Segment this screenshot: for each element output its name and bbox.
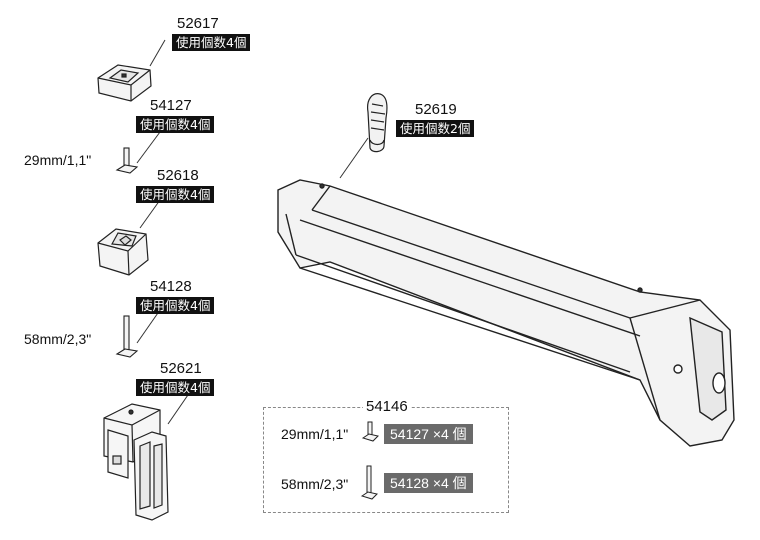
size-label-54128: 58mm/2,3"	[24, 331, 92, 347]
qty-tag-52617: 使用個数4個	[172, 34, 251, 51]
main-bar-drawing	[277, 179, 735, 447]
leader-52617	[149, 39, 166, 67]
part-number-52617: 52617	[177, 15, 219, 32]
qty-tag-54128: 使用個数4個	[136, 297, 215, 314]
part-number-52618: 52618	[157, 167, 199, 184]
part-number-54127: 54127	[150, 97, 192, 114]
kit-bolt-short-drawing	[361, 421, 379, 442]
qty-tag-52619: 使用個数2個	[396, 120, 475, 137]
part-number-54128: 54128	[150, 278, 192, 295]
tbolt-54127-drawing	[115, 147, 139, 174]
kit-tag-54127: 54127 ×4 個	[384, 424, 473, 444]
part-number-52619: 52619	[415, 101, 457, 118]
knob-52619-drawing	[367, 93, 388, 153]
qty-tag-52621: 使用個数4個	[136, 379, 215, 396]
kit-size-short: 29mm/1,1"	[281, 426, 349, 442]
kit-box-54146	[263, 407, 509, 513]
bracket-52621-drawing	[103, 403, 169, 521]
block-52618-drawing	[97, 228, 149, 276]
kit-number: 54146	[363, 399, 411, 415]
kit-tag-54128: 54128 ×4 個	[384, 473, 473, 493]
leader-52621	[167, 391, 191, 425]
leader-52618	[139, 199, 161, 229]
qty-tag-52618: 使用個数4個	[136, 186, 215, 203]
qty-tag-54127: 使用個数4個	[136, 116, 215, 133]
leader-54128	[136, 309, 161, 344]
pad-52617-drawing	[97, 64, 152, 102]
leader-54127	[136, 131, 161, 164]
size-label-54127: 29mm/1,1"	[24, 152, 92, 168]
kit-size-long: 58mm/2,3"	[281, 476, 349, 492]
tbolt-54128-drawing	[115, 315, 139, 358]
part-number-52621: 52621	[160, 360, 202, 377]
leader-52619	[339, 137, 369, 179]
kit-bolt-long-drawing	[360, 465, 378, 500]
